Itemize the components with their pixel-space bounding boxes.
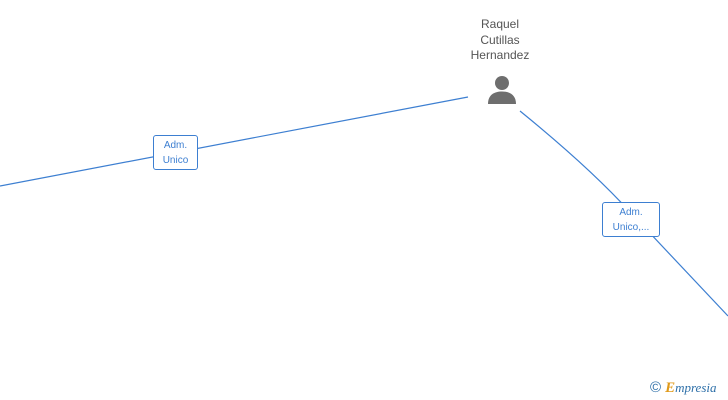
brand-initial: E [665,380,676,396]
edge-label-right-line-2: Unico,... [612,222,650,233]
person-icon-graphic [488,76,516,104]
person-name-line-3: Hernandez [470,48,530,62]
person-icon[interactable] [486,74,518,106]
copyright-icon: © [650,379,662,396]
edge-label-right-line-1: Adm. [619,207,643,218]
edge-label-left-line-1: Adm. [163,140,188,151]
brand-rest: mpresia [675,380,717,395]
edge-label-left-line-2: Unico [162,155,189,166]
brand-logo: Empresia [665,380,717,396]
person-name-line-1: Raquel [480,17,520,31]
person-name-line-2: Cutillas [480,32,520,47]
person-name[interactable]: Raquel Cutillas Hernandez [440,17,560,64]
edge-label-right[interactable]: Adm. Unico,... [602,202,660,237]
edge-line-left [0,96,469,187]
empresia-watermark[interactable]: ©Empresia [650,379,716,397]
edge-label-left[interactable]: Adm. Unico [153,135,198,170]
